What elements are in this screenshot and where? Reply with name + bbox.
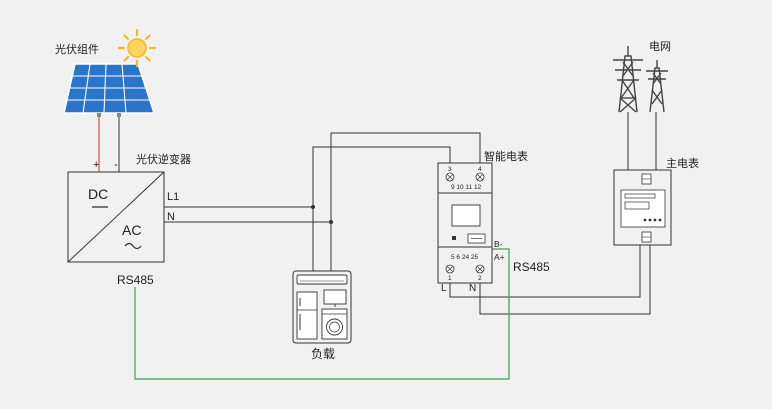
load-label: 负载 bbox=[311, 347, 335, 361]
top-terminals-label: 9 10 11 12 bbox=[451, 184, 482, 191]
terminal-screw-2 bbox=[475, 264, 485, 274]
main-meter bbox=[613, 169, 672, 246]
terminal-screw-1 bbox=[445, 264, 455, 274]
rs485-meter-label: RS485 bbox=[513, 260, 550, 274]
dc-plus-label: + bbox=[93, 159, 99, 171]
meter-n-label: N bbox=[469, 283, 476, 294]
n-wire bbox=[164, 132, 481, 223]
main-meter-label: 主电表 bbox=[666, 156, 699, 170]
pv-module-label: 光伏组件 bbox=[55, 42, 99, 56]
terminal-1-label: 1 bbox=[448, 275, 452, 282]
l1-wire bbox=[164, 146, 451, 208]
inverter: DC AC bbox=[67, 171, 165, 263]
a-plus-label: A+ bbox=[494, 252, 505, 262]
dc-label: DC bbox=[88, 186, 108, 202]
load-appliances bbox=[292, 270, 352, 344]
n-label: N bbox=[167, 211, 175, 223]
b-minus-label: B- bbox=[494, 239, 503, 249]
terminal-3-label: 3 bbox=[448, 166, 452, 173]
smart-meter-display bbox=[451, 204, 481, 227]
bottom-terminals-label: 5 6 24 25 bbox=[451, 254, 478, 261]
meter-n-wire bbox=[479, 244, 651, 315]
grid-label: 电网 bbox=[649, 40, 671, 53]
solar-panel bbox=[63, 63, 156, 117]
inverter-label: 光伏逆变器 bbox=[136, 152, 191, 166]
terminal-4-label: 4 bbox=[478, 166, 482, 173]
grid-tower-icon bbox=[613, 46, 668, 113]
ac-wave-symbol bbox=[124, 242, 142, 250]
meter-l-wire bbox=[449, 244, 641, 298]
terminal-screw-4 bbox=[475, 172, 485, 182]
smart-meter-label: 智能电表 bbox=[484, 149, 528, 163]
meter-l-label: L bbox=[441, 283, 447, 294]
terminal-screw-3 bbox=[445, 172, 455, 182]
junction-l1 bbox=[311, 205, 315, 209]
rs485-inverter-label: RS485 bbox=[117, 273, 154, 287]
terminal-2-label: 2 bbox=[478, 275, 482, 282]
junction-n bbox=[329, 220, 333, 224]
dc-minus-label: - bbox=[114, 159, 118, 171]
wires bbox=[98, 112, 657, 315]
ac-label: AC bbox=[122, 222, 141, 238]
sun-icon bbox=[117, 28, 157, 68]
smart-meter: 3 4 9 10 11 12 5 6 24 25 1 bbox=[437, 162, 493, 284]
l1-label: L1 bbox=[167, 191, 179, 203]
